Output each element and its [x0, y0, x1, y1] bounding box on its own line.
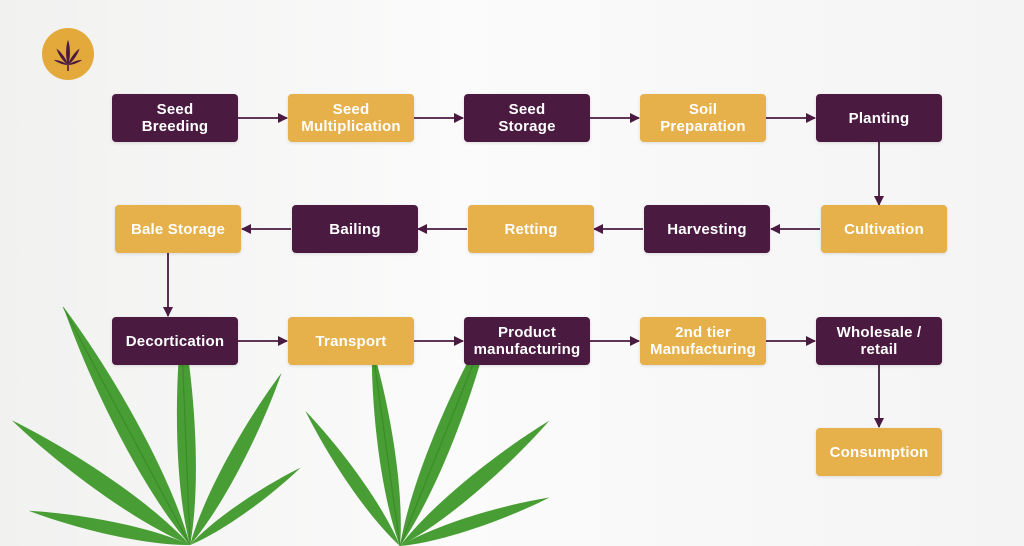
step-bale-storage: Bale Storage: [115, 205, 241, 253]
step-seed-storage: Seed Storage: [464, 94, 590, 142]
step-bailing: Bailing: [292, 205, 418, 253]
step-harvesting: Harvesting: [644, 205, 770, 253]
step-2nd-tier-manufacturing: 2nd tier Manufacturing: [640, 317, 766, 365]
step-soil-preparation: Soil Preparation: [640, 94, 766, 142]
step-wholesale-retail: Wholesale / retail: [816, 317, 942, 365]
logo: [42, 28, 94, 80]
step-decortication: Decortication: [112, 317, 238, 365]
step-consumption: Consumption: [816, 428, 942, 476]
step-transport: Transport: [288, 317, 414, 365]
step-product-manufacturing: Product manufacturing: [464, 317, 590, 365]
step-cultivation: Cultivation: [821, 205, 947, 253]
step-planting: Planting: [816, 94, 942, 142]
step-seed-multiplication: Seed Multiplication: [288, 94, 414, 142]
step-retting: Retting: [468, 205, 594, 253]
step-seed-breeding: Seed Breeding: [112, 94, 238, 142]
cannabis-leaf-icon: [42, 28, 94, 80]
